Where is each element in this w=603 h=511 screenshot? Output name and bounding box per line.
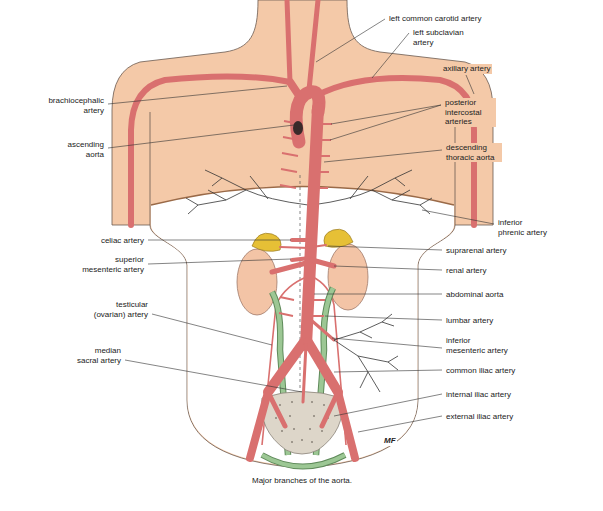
part-label: median sacral artery (72, 346, 122, 365)
part-label: renal artery (445, 266, 487, 276)
part-label: celiac artery (100, 236, 145, 246)
part-label: axillary artery (442, 64, 492, 74)
leader-lines (108, 19, 494, 432)
part-label: suprarenal artery (445, 246, 507, 256)
part-label: left common carotid artery (388, 14, 482, 24)
part-label: common iliac artery (445, 366, 516, 376)
intercostal-arteries (279, 121, 332, 316)
part-label: abdominal aorta (445, 290, 504, 300)
suprarenal-gland (324, 229, 353, 247)
part-label: lumbar artery (445, 316, 494, 326)
part-label: inferior mesenteric artery (445, 336, 511, 355)
part-label: external iliac artery (445, 412, 514, 422)
suprarenal-gland (252, 233, 281, 251)
diaphragm (151, 187, 454, 206)
kidney (328, 244, 368, 310)
arteries (131, 0, 474, 458)
part-label: testicular (ovarian) artery (87, 300, 149, 319)
bladder-loop (262, 455, 345, 467)
figure-caption: Major branches of the aorta. (250, 476, 354, 485)
part-label: descending thoracic aorta (445, 143, 502, 162)
artist-signature: MF (383, 436, 397, 446)
aortic-valve (293, 121, 303, 135)
part-label: internal iliac artery (445, 390, 512, 400)
bladder-loop (262, 455, 345, 467)
mesenteric-branches (334, 314, 398, 392)
part-label: ascending aorta (59, 140, 105, 159)
body-silhouette (112, 0, 493, 468)
kidney (237, 249, 277, 315)
part-label: posterior intercostal arteries (444, 98, 496, 127)
midline-dashed (300, 175, 301, 395)
part-label: brachiocephalic artery (43, 96, 105, 115)
part-label: superior mesenteric artery (77, 255, 145, 274)
part-label: inferior phrenic artery (497, 218, 551, 237)
part-label: left subclavian artery (412, 28, 474, 47)
